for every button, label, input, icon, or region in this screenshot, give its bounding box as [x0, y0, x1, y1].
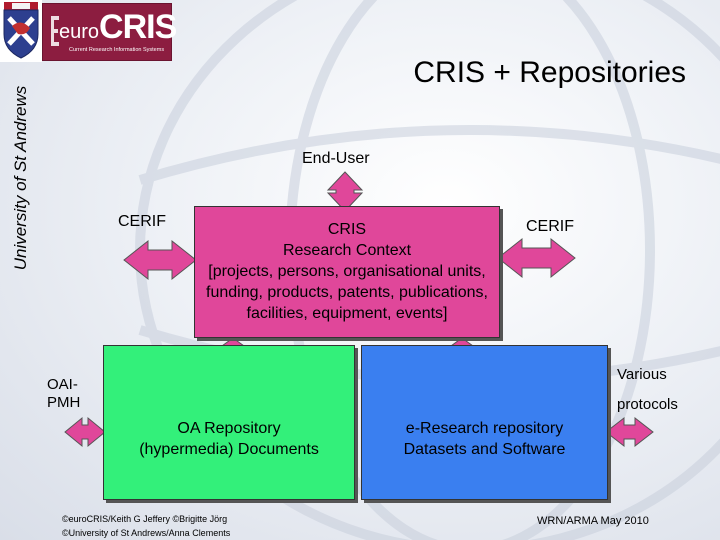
university-crest — [0, 0, 42, 62]
er-box-line1: e-Research repository — [405, 420, 564, 437]
cris-box-line3: [projects, persons, organisational units… — [208, 263, 486, 280]
cerif-right-arrow — [497, 237, 576, 279]
cris-box-line2: Research Context — [282, 242, 412, 259]
slide-title: CRIS + Repositories — [413, 56, 686, 89]
cris-box-line5: facilities, equipment, events] — [246, 305, 448, 322]
cerif-left-arrow — [123, 239, 197, 281]
logo-wordmark: euroCRIS — [59, 8, 177, 47]
protocols-arrow — [605, 416, 654, 448]
oai-pmh-line1: OAI- — [47, 376, 78, 393]
er-box-line2: Datasets and Software — [403, 441, 566, 458]
protocols-label: protocols — [617, 396, 678, 413]
oai-pmh-line2: PMH — [47, 394, 81, 411]
cris-box-line1: CRIS — [327, 221, 367, 238]
crest-shield-icon — [3, 2, 39, 59]
oa-box-line2: (hypermedia) Documents — [139, 441, 319, 458]
footer-credit-1: ©euroCRIS/Keith G Jeffery ©Brigitte Jörg — [62, 514, 228, 524]
logo-mark-icon — [51, 16, 59, 46]
oai-pmh-arrow — [64, 416, 106, 448]
oai-pmh-label: OAI- PMH — [47, 376, 80, 412]
end-user-label: End-User — [302, 150, 370, 167]
various-label: Various — [617, 366, 667, 383]
eurocris-logo: euroCRIS Current Research Information Sy… — [42, 3, 177, 61]
cerif-left-label: CERIF — [118, 213, 166, 230]
cris-box-line4: funding, products, patents, publications… — [206, 284, 488, 301]
logo-tagline: Current Research Information Systems — [69, 47, 165, 53]
footer-credit-2: ©University of St Andrews/Anna Clements — [62, 528, 231, 538]
oa-box-line1: OA Repository — [177, 420, 281, 437]
cris-box: CRIS Research Context [projects, persons… — [194, 206, 500, 338]
logo-euro-text: euro — [59, 21, 100, 43]
eresearch-repository-box: e-Research repository Datasets and Softw… — [361, 345, 608, 500]
footer-event: WRN/ARMA May 2010 — [537, 515, 649, 527]
logo-cris-text: CRIS — [99, 8, 177, 46]
cerif-right-label: CERIF — [526, 218, 574, 235]
oa-repository-box: OA Repository (hypermedia) Documents — [103, 345, 355, 500]
